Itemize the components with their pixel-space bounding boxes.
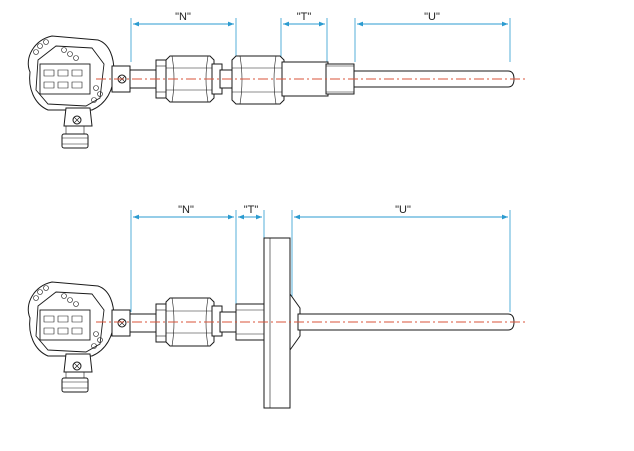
connection-head — [27, 281, 131, 393]
dimension-t: "T" — [238, 204, 265, 238]
threaded-fitting — [231, 55, 355, 105]
dimension-u-label: "U" — [395, 204, 411, 216]
dimension-n: "N" — [130, 11, 237, 62]
dimension-n-label: "N" — [178, 204, 194, 216]
dimension-n-label: "N" — [175, 11, 191, 23]
dimension-n: "N" — [130, 204, 237, 312]
flange-fitting — [235, 237, 301, 409]
dimension-t: "T" — [280, 11, 328, 62]
flanged-assembly: "N" "T" "U" — [27, 204, 528, 409]
dimension-u: "U" — [291, 204, 511, 312]
dimension-t-label: "T" — [297, 11, 312, 23]
dimension-t-label: "T" — [244, 204, 259, 216]
dimension-u-label: "U" — [424, 11, 440, 23]
threaded-assembly: "N" "T" "U" — [27, 11, 528, 149]
connection-head — [27, 35, 131, 149]
dimension-u: "U" — [354, 11, 511, 62]
